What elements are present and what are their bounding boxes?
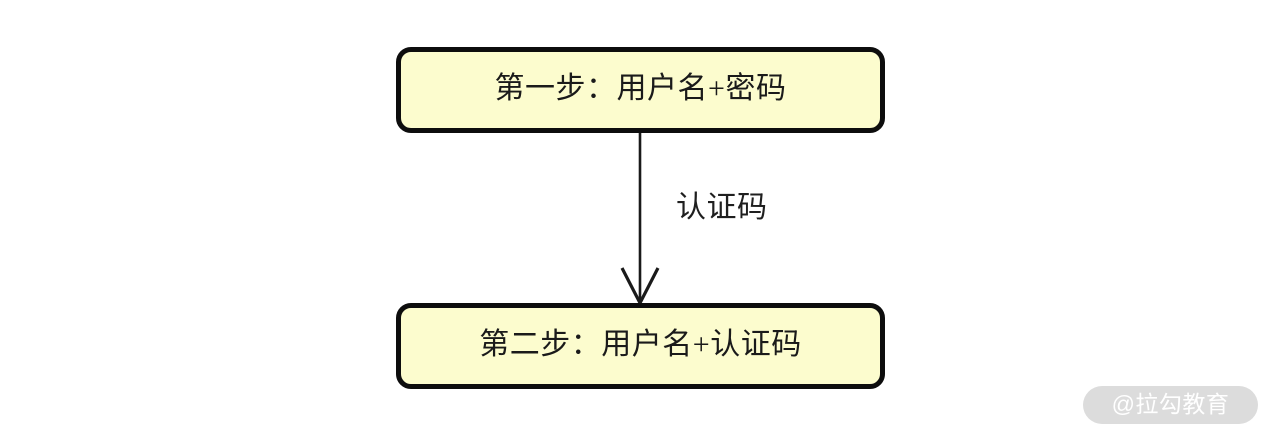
flow-node-step-one: 第一步：用户名+密码: [396, 47, 885, 133]
flow-node-step-two: 第二步：用户名+认证码: [396, 303, 885, 389]
watermark-label: @拉勾教育: [1111, 391, 1230, 417]
flow-edge-label: 认证码: [676, 191, 768, 224]
watermark-badge: @拉勾教育: [1083, 386, 1258, 424]
flow-node-step-one-label: 第一步：用户名+密码: [494, 72, 787, 105]
flow-node-step-two-label: 第二步：用户名+认证码: [479, 328, 802, 361]
